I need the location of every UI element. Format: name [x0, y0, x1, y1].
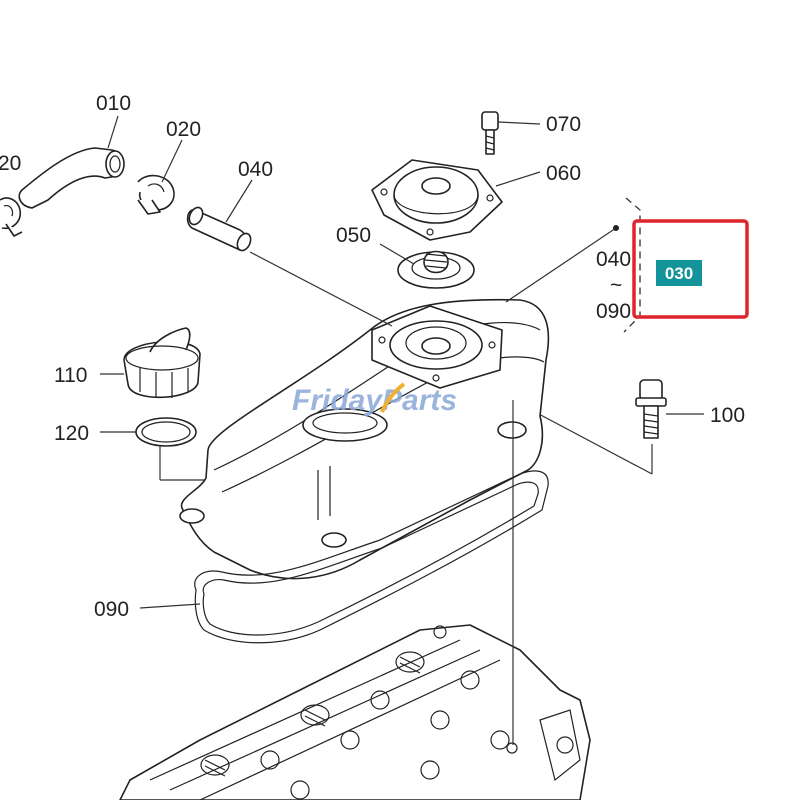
pipe-joint — [186, 206, 252, 252]
watermark-swoosh — [380, 382, 406, 413]
gasket — [194, 470, 549, 644]
cover-plate — [371, 159, 503, 241]
range-to: 090 — [596, 300, 631, 323]
cylinder-head — [119, 624, 591, 800]
breather-hose — [18, 147, 125, 209]
watermark: FridayParts — [292, 384, 457, 417]
oil-cap — [123, 327, 201, 399]
bolt — [635, 379, 667, 439]
watermark-friday: Friday — [292, 384, 383, 417]
callout-010: 010 — [96, 92, 131, 115]
left-clamp — [0, 197, 23, 237]
screw — [481, 111, 499, 155]
o-ring — [135, 417, 197, 447]
breather-valve — [397, 250, 475, 289]
callout-050: 050 — [336, 224, 371, 247]
watermark-parts: Parts — [382, 384, 457, 417]
range-tilde: ~ — [610, 274, 622, 297]
callout-060: 060 — [546, 162, 581, 185]
range-from: 040 — [596, 248, 631, 271]
range-bracket — [623, 197, 641, 333]
hose-clamp — [137, 174, 175, 215]
rocker-cover — [179, 298, 550, 580]
callout-100: 100 — [710, 404, 745, 427]
leader-lines — [100, 115, 704, 609]
callout-020-left: 20 — [0, 152, 21, 175]
part-tag-030: 030 — [665, 264, 693, 283]
callout-120: 120 — [54, 422, 89, 445]
highlight-box — [632, 219, 749, 319]
callout-040: 040 — [238, 158, 273, 181]
callout-110: 110 — [54, 364, 87, 387]
callout-020: 020 — [166, 118, 201, 141]
leader-dot — [613, 225, 619, 231]
callout-090: 090 — [94, 598, 129, 621]
callout-070: 070 — [546, 113, 581, 136]
part-tag-background — [656, 260, 702, 286]
